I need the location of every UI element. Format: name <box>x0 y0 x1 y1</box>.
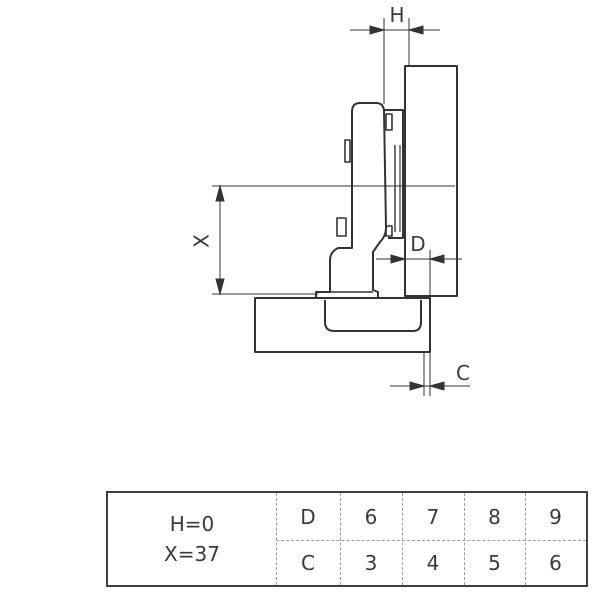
adjust-screw-bottom <box>385 225 393 237</box>
label-h: H <box>389 3 404 27</box>
hinge-diagram: H X D C <box>190 3 470 396</box>
row-header-c: C <box>301 551 315 575</box>
table-cell: 6 <box>549 551 562 575</box>
column-divider <box>340 493 341 585</box>
spec-table-params: H=0 X=37 <box>108 493 276 585</box>
table-cell: 8 <box>488 504 501 529</box>
param-x: X=37 <box>164 542 220 566</box>
column-divider <box>464 493 465 585</box>
table-cell: 3 <box>364 551 378 575</box>
arm-tab <box>344 139 351 163</box>
arm-clip <box>336 217 347 237</box>
table-cell: 4 <box>426 551 440 575</box>
hinge-arm <box>315 102 387 298</box>
column-divider <box>525 493 526 585</box>
column-divider <box>402 493 403 585</box>
param-h: H=0 <box>169 512 215 536</box>
label-d: D <box>410 232 425 256</box>
door-panel <box>254 297 431 353</box>
mounting-plate <box>384 109 404 239</box>
hinge-cup <box>324 300 422 332</box>
spec-table: H=0 X=37 D 6 7 8 9 C 3 4 5 6 <box>106 491 588 587</box>
column-divider <box>276 493 277 585</box>
cabinet-side-panel <box>404 65 458 297</box>
row-divider <box>276 540 586 541</box>
label-c: C <box>456 361 470 385</box>
adjust-screw-top <box>385 113 393 131</box>
table-cell: 6 <box>364 504 378 529</box>
label-x: X <box>190 234 214 248</box>
table-cell: 9 <box>549 504 562 529</box>
table-cell: 5 <box>488 551 501 575</box>
row-header-d: D <box>300 504 316 529</box>
table-cell: 7 <box>426 504 440 529</box>
